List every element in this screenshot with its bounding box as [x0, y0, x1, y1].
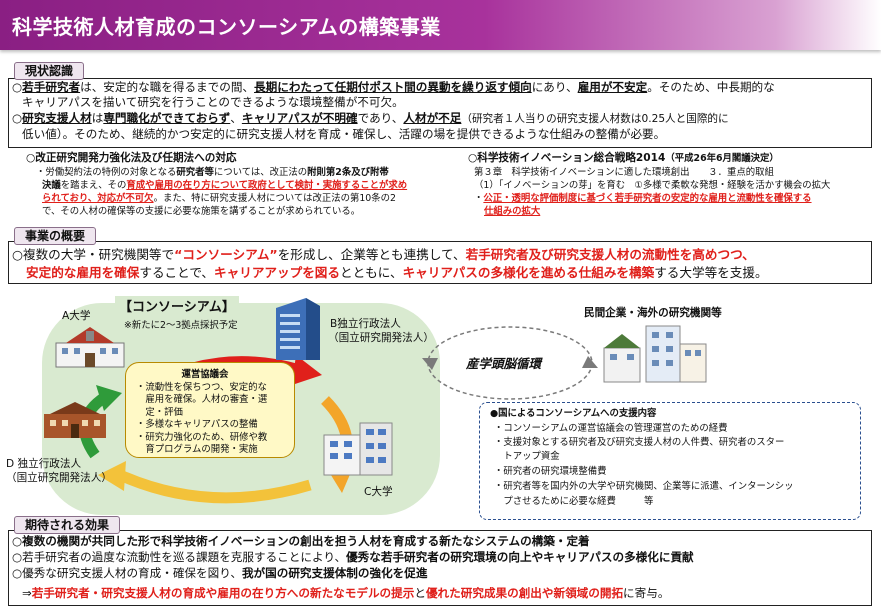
overview-line-2: 安定的な雇用を確保することで、キャリアアップを図るとともに、キャリアパスの多様化…: [26, 265, 768, 280]
strategy-line-1: 第３章 科学技術イノベーションに適した環境創出 ３．重点的取組: [474, 167, 774, 178]
strategy-heading: ○科学技術イノベーション総合戦略2014（平成26年6月閣議決定）: [468, 152, 779, 164]
selection-note: ※新たに2～3拠点採択予定: [124, 320, 238, 331]
label-d-institution-sub: （国立研究開発法人）: [6, 472, 112, 484]
strategy-line-3: ・公正・透明な評価制度に基づく若手研究者の安定的な雇用と流動性を確保する: [474, 193, 812, 204]
council-item: 育プログラムの開発・実施: [136, 444, 258, 455]
support-heading: ●国によるコンソーシアムへの支援内容: [490, 408, 657, 419]
council-item: 雇用を確保。人材の審査・選: [136, 394, 268, 405]
label-c-university: C大学: [364, 486, 393, 498]
steering-council-box: 運営協議会 ・流動性を保ちつつ、安定的な 雇用を確保。人材の審査・選 定・評価 …: [125, 362, 295, 458]
page-title: 科学技術人材育成のコンソーシアムの構築事業: [12, 15, 441, 39]
current-box: [8, 78, 872, 148]
support-content-box: [479, 402, 861, 520]
building-d-icon: [44, 402, 106, 438]
council-item: 定・評価: [136, 406, 183, 418]
university-c-icon: [323, 422, 393, 476]
current-line-2: キャリアパスを描いて研究を行うことのできるような環境整備が不可欠。: [22, 95, 404, 109]
current-line-4: 低い値）。そのため、継続的かつ安定的に研究支援人材を育成・確保し、活躍の場を提供…: [22, 127, 666, 141]
support-item: ・研究者の研究環境整備費: [494, 466, 607, 477]
support-item: プさせるために必要な経費 等: [494, 496, 654, 507]
building-b-icon: [276, 298, 320, 360]
support-item: ・研究者等を国内外の大学や研究機関、企業等に派遣、インターンシッ: [494, 481, 794, 492]
title-bar: 科学技術人材育成のコンソーシアムの構築事業: [0, 0, 881, 50]
effects-line-4: ⇒若手研究者・研究支援人材の育成や雇用の在り方への新たなモデルの提示と優れた研究…: [22, 586, 670, 600]
current-line-3: ○研究支援人材は専門職化ができておらず、キャリアパスが不明確であり、人材が不足（…: [12, 111, 729, 125]
overview-line-1: ○複数の大学・研究機関等で“コンソーシアム”を形成し、企業等とも連携して、若手研…: [12, 247, 755, 262]
effects-line-1: ○複数の機関が共同した形で科学技術イノベーションの創出を担う人材を育成する新たな…: [12, 534, 590, 548]
council-item: ・多様なキャリアパスの整備: [136, 419, 258, 430]
effects-line-3: ○優秀な研究支援人材の育成・確保を図り、我が国の研究支援体制の強化を促進: [12, 566, 428, 580]
law-left-line-3: られており、対応が不可欠。また、特に研究支援人材については改正法の第10条の2: [42, 193, 396, 204]
law-left-line-4: で、その人材の確保等の支援に必要な施策を講ずることが求められている。: [42, 206, 361, 217]
industry-buildings-icon: [603, 325, 707, 383]
circulation-label: 産学頭脳循環: [466, 356, 542, 371]
label-b-institution: B独立行政法人: [330, 318, 401, 330]
support-item: ・コンソーシアムの運営協議会の管理運営のための経費: [494, 423, 728, 434]
consortium-label: 【コンソーシアム】: [115, 296, 239, 315]
council-title: 運営協議会: [181, 369, 229, 380]
law-left-heading: ○改正研究開発力強化法及び任期法への対応: [26, 152, 237, 164]
overview-box: [8, 241, 872, 284]
effects-box: [8, 530, 872, 606]
council-item: ・流動性を保ちつつ、安定的な: [136, 381, 267, 393]
section-current-label: 現状認識: [14, 62, 85, 80]
label-industry: 民間企業・海外の研究機関等: [584, 307, 722, 319]
section-overview-label: 事業の概要: [14, 227, 97, 245]
strategy-line-2: （1）「イノベーションの芽」を育む ①多様で柔軟な発想・経験を活かす機会の拡大: [474, 180, 831, 191]
support-item: トアップ資金: [494, 451, 560, 462]
section-effects-label: 期待される効果: [14, 516, 121, 534]
council-item: ・研究力強化のため、研修や教: [136, 431, 268, 443]
label-b-institution-sub: （国立研究開発法人）: [328, 332, 434, 344]
current-line-1: ○若手研究者は、安定的な職を得るまでの間、長期にわたって任期付ポスト間の異動を繰…: [12, 80, 775, 94]
law-left-line-2: 決議を踏まえ、その育成や雇用の在り方について政府として検討・実施することが求め: [42, 180, 408, 191]
support-item: ・支援対象とする研究者及び研究支援人材の人件費、研究者のスター: [494, 437, 785, 448]
law-left-line-1: ・労働契約法の特例の対象となる研究者等については、改正法の附則第2条及び附帯: [36, 167, 389, 178]
label-d-institution: D 独立行政法人: [6, 458, 82, 470]
strategy-line-4: 仕組みの拡大: [484, 206, 541, 217]
effects-line-2: ○若手研究者の過度な流動性を巡る課題を克服することにより、優秀な若手研究者の研究…: [12, 550, 694, 564]
label-a-university: A大学: [62, 310, 91, 322]
circulation-arrow-icon: [422, 326, 598, 400]
university-a-icon: [55, 327, 125, 368]
